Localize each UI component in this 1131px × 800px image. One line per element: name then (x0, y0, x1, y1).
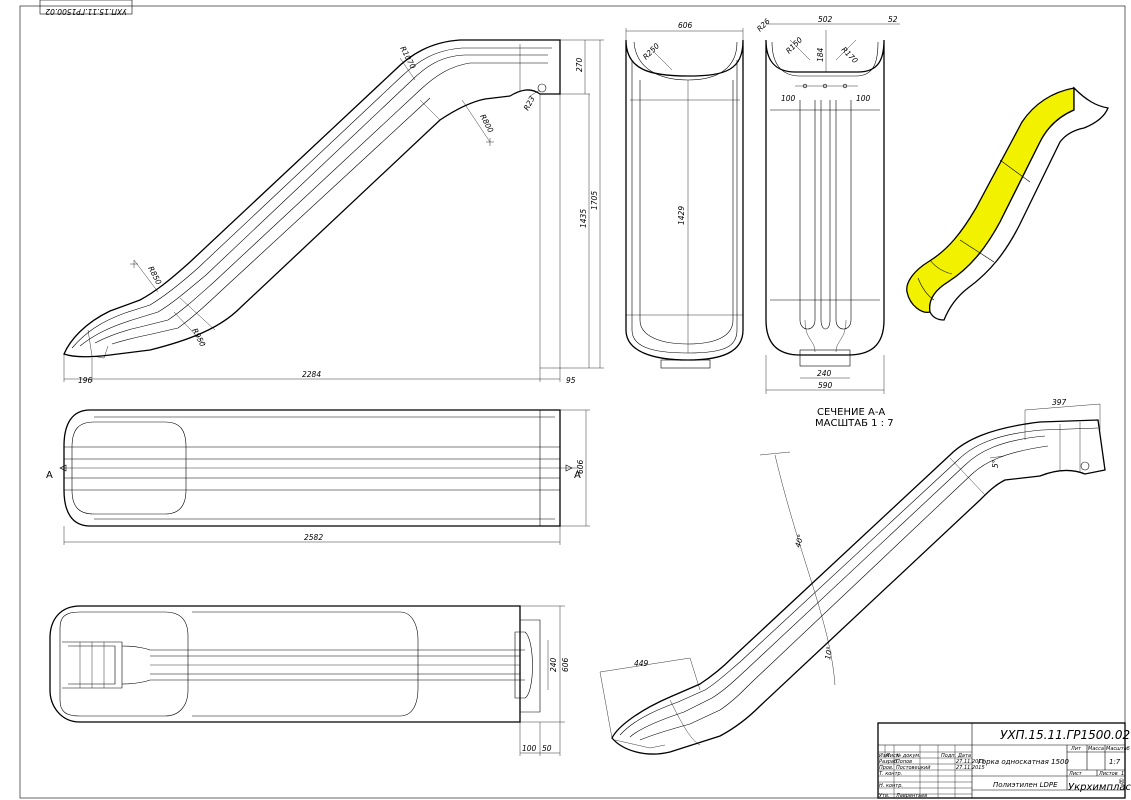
dim-r800: R800 (478, 113, 495, 135)
tb-row-utv: Утв. (879, 793, 890, 799)
front-view-outline (625, 39, 744, 361)
dim-1705: 1705 (590, 191, 599, 210)
section-view: R26 502 52 R150 184 R170 100 100 240 590… (755, 15, 900, 429)
dim-1429: 1429 (677, 206, 686, 225)
tb-sheets-count: 1 (1121, 771, 1124, 777)
iso-view: 397 5° 40° 10° 449 (599, 398, 1106, 755)
bottom-view-outline (49, 605, 521, 723)
slide-3d-model (906, 86, 1109, 321)
dim-397: 397 (1052, 398, 1067, 407)
tb-row-tkontr: Т. контр. (879, 771, 902, 777)
dim-100-right: 100 (856, 94, 871, 103)
tb-sheets-label: Листов (1098, 771, 1118, 777)
tb-hdr-doc: № докум. (895, 753, 921, 759)
tb-sheet-label: Лист (1068, 771, 1083, 777)
dim-606-bottom: 606 (561, 657, 570, 672)
tb-row-razrab-date: 27.11.2015 (956, 759, 985, 765)
side-view: R1070 R800 R23 R850 R950 270 1705 1435 1… (63, 39, 604, 385)
dim-40deg: 40° (793, 533, 805, 548)
dim-r850: R850 (146, 265, 163, 287)
dim-240-section: 240 (817, 369, 832, 378)
section-marker-right: А (574, 470, 581, 481)
dim-449: 449 (634, 659, 649, 668)
dim-590: 590 (818, 381, 833, 390)
iso-view-outline (611, 419, 1106, 755)
tb-row-razrab: Разраб. (879, 759, 899, 765)
dim-95: 95 (566, 376, 576, 385)
dim-10deg: 10° (823, 645, 834, 660)
tb-name: Горка односкатная 1500 (978, 758, 1069, 766)
section-caption-line2: МАСШТАБ 1 : 7 (815, 418, 894, 429)
dim-2284: 2284 (302, 370, 321, 379)
tb-row-razrab-name: Попов (896, 759, 912, 765)
dim-100-left: 100 (781, 94, 796, 103)
section-caption-line1: СЕЧЕНИЕ А-А (817, 407, 885, 418)
dim-r23: R23 (522, 94, 537, 111)
tb-code: УХП.15.11.ГР1500.02 (1000, 728, 1130, 742)
dim-r1070: R1070 (398, 45, 417, 71)
title-block: Изм Лист № докум. Подп. Дата Разраб. Поп… (877, 722, 1131, 799)
dim-52: 52 (888, 15, 898, 24)
dim-r150: R150 (784, 35, 804, 55)
tb-col-lit: Лит (1070, 746, 1082, 752)
tb-hdr-sign: Подп. (941, 753, 956, 759)
dim-502: 502 (818, 15, 833, 24)
dim-r26: R26 (755, 16, 772, 33)
section-view-outline (765, 39, 885, 356)
sheet-frame: УХП.15.11.ГР1500.02 (19, 0, 1126, 799)
tb-material: Полиэтилен LDPE (993, 781, 1058, 789)
dim-240-bottom: 240 (549, 657, 558, 672)
top-view: А А 606 2582 (46, 409, 590, 545)
bottom-view: 240 606 100 50 (49, 605, 570, 756)
tb-col-mass: Масса (1088, 746, 1104, 752)
dim-5deg: 5° (991, 459, 1000, 468)
section-marker-left: А (46, 470, 53, 481)
tb-row-prov: Пров. (879, 765, 894, 771)
dim-606-front: 606 (678, 21, 693, 30)
dim-r170: R170 (840, 45, 860, 65)
dim-270: 270 (575, 57, 584, 72)
tb-row-nkontr: Н. контр. (879, 783, 903, 789)
dim-50-bottom: 50 (542, 744, 552, 753)
dim-r250: R250 (641, 41, 661, 61)
dim-606-top: 606 (576, 459, 585, 474)
tb-col-scale: Масштаб (1106, 746, 1130, 752)
tb-hdr-date: Дата (957, 753, 971, 759)
rotated-sheet-code: УХП.15.11.ГР1500.02 (45, 7, 127, 16)
dim-r950: R950 (190, 327, 207, 349)
tb-reg-mark: ® (1118, 778, 1125, 786)
tb-row-prov-date: 27.11.2015 (956, 765, 985, 771)
dim-196: 196 (78, 376, 93, 385)
tb-hdr-list: Лист (885, 753, 900, 759)
tb-row-prov-name: Постовецкий (896, 765, 931, 771)
front-view: 606 R250 1429 (625, 21, 744, 369)
tb-hdr-izm: Изм (879, 753, 889, 759)
tb-company: Укрхимпласт (1068, 782, 1131, 793)
dim-1435: 1435 (579, 209, 588, 228)
tb-row-utv-name: Лаврентьев (895, 793, 927, 799)
dim-2582: 2582 (304, 533, 323, 542)
tb-scale-value: 1:7 (1109, 758, 1121, 766)
dim-184: 184 (816, 47, 825, 62)
dim-100-bottom: 100 (522, 744, 537, 753)
side-view-outline (63, 39, 561, 358)
